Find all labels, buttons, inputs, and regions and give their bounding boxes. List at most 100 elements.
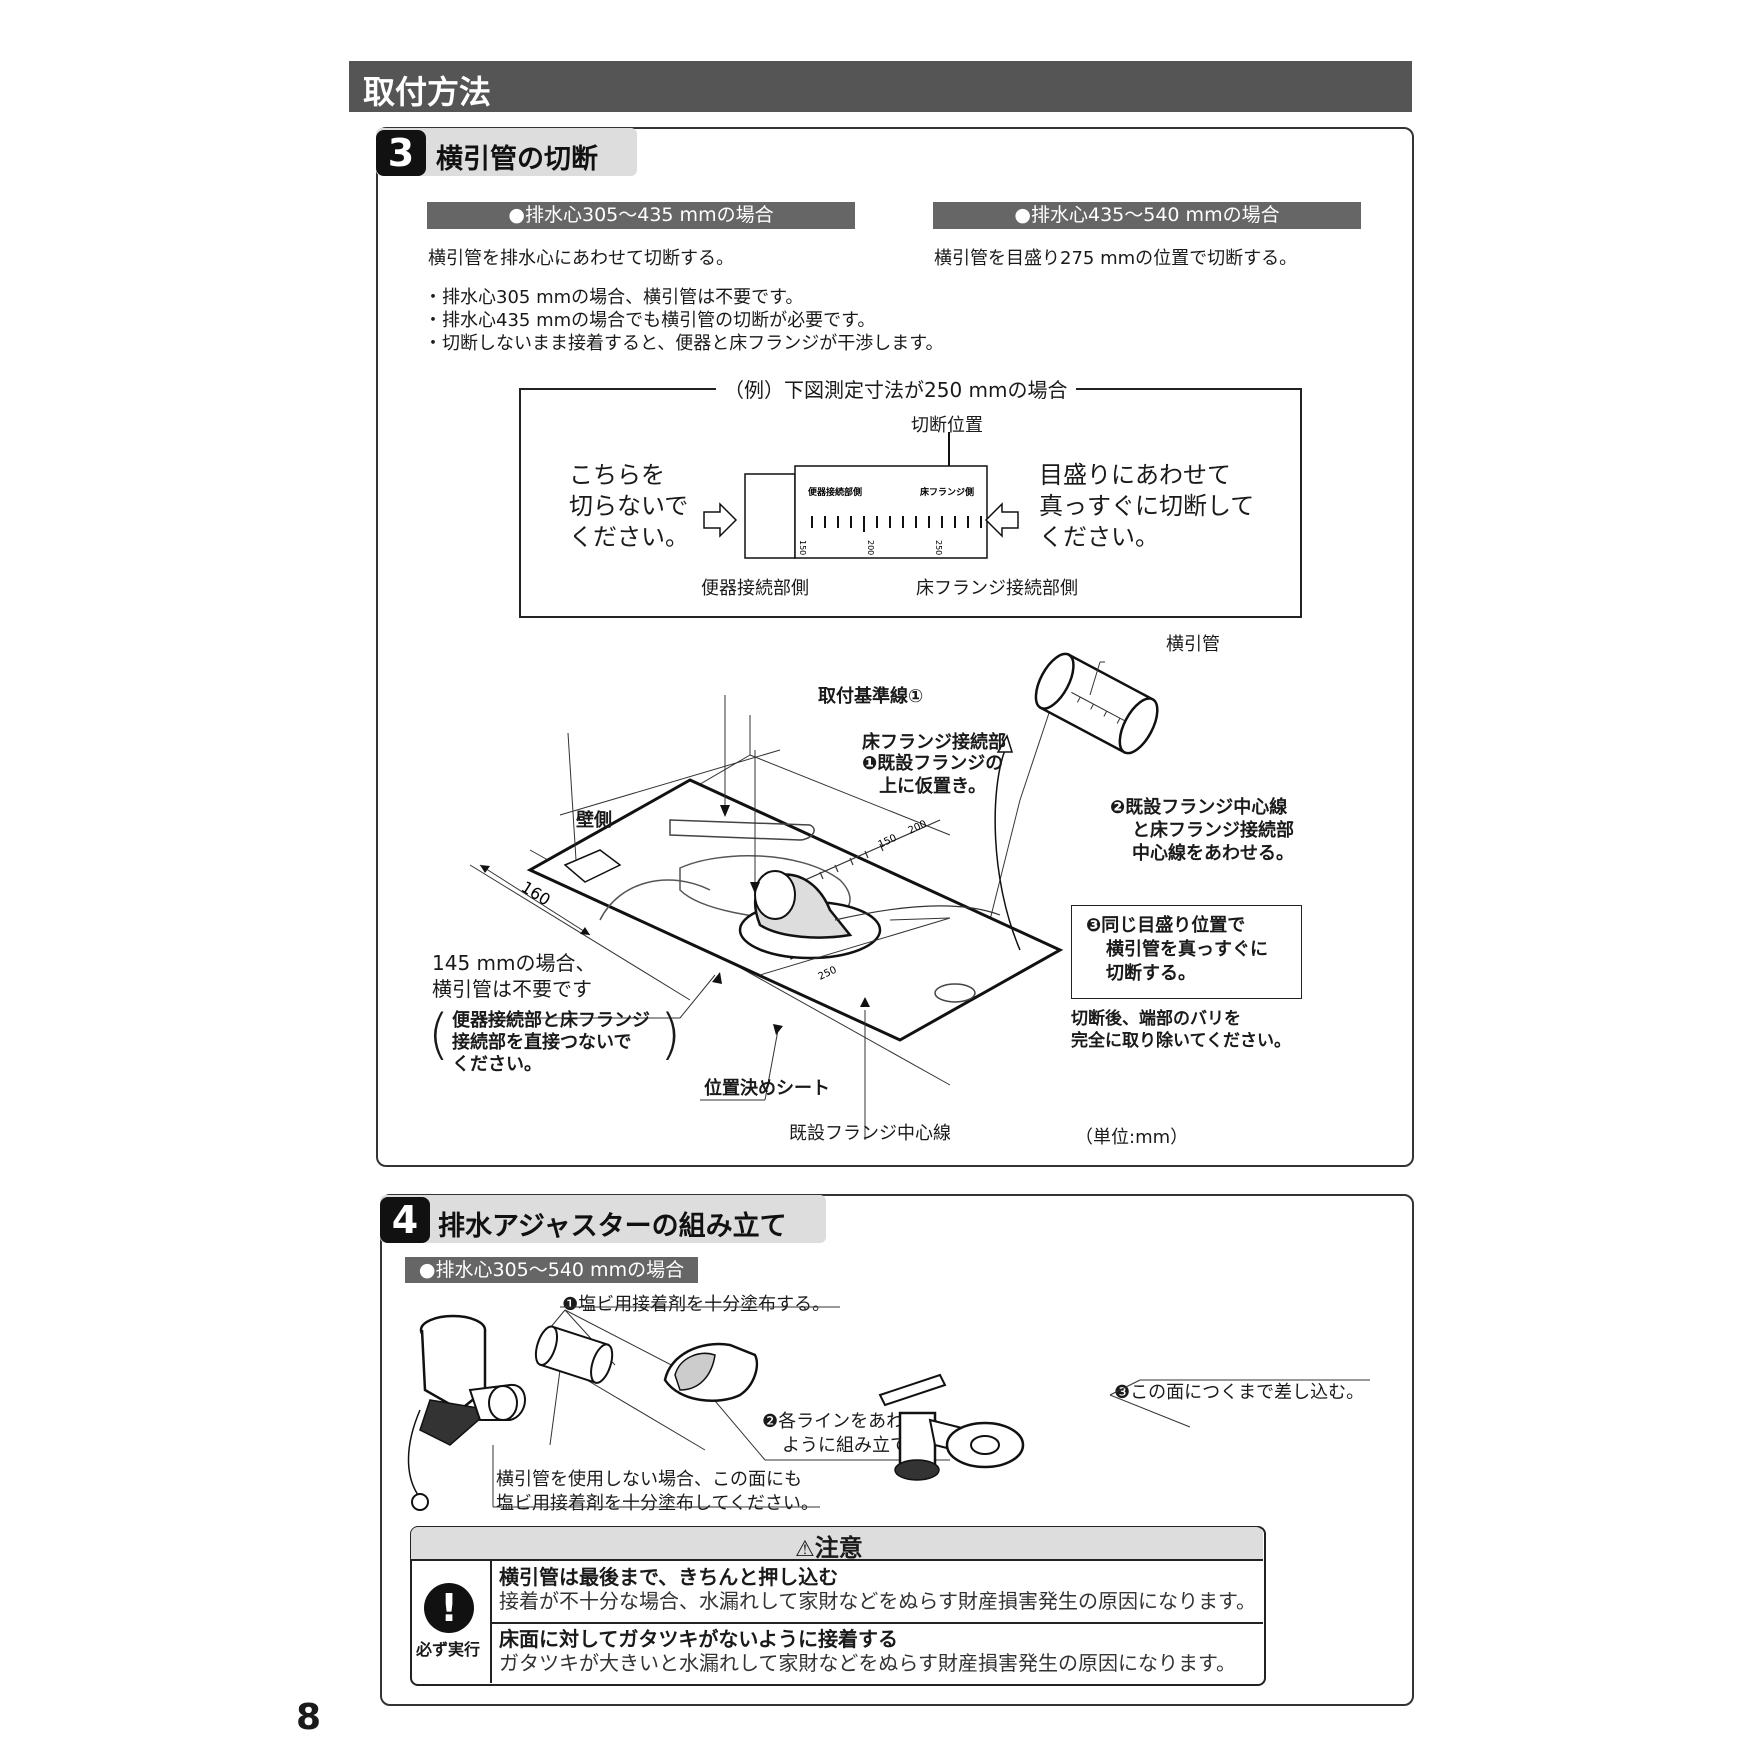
right-note-line: 目盛りにあわせて: [1039, 461, 1231, 489]
mandatory-icon: !: [424, 1583, 474, 1633]
note-145-line: 横引管は不要です: [432, 977, 592, 1001]
caution-divider-v: [490, 1560, 492, 1683]
curved-arrow-icon: [994, 749, 1021, 951]
label-flange-part: 床フランジ接続部: [862, 732, 1006, 753]
step3-line: 切断する。: [1106, 963, 1196, 984]
adjuster-assembly-illustration: [407, 1306, 1370, 1511]
dim-arrow: [480, 865, 490, 873]
step4-number: 4: [380, 1197, 430, 1243]
step3-notes: ・排水心305 mmの場合、横引管は不要です。 ・排水心435 mmの場合でも横…: [424, 286, 943, 355]
dim-160-line: [479, 864, 591, 936]
paren-line: 便器接続部と床フランジ: [452, 1010, 650, 1031]
leader-arrow: [720, 805, 730, 817]
label-wall-side: 壁側: [576, 810, 612, 831]
bowl-outline: [679, 854, 851, 921]
scale-tick-label: 200: [907, 819, 929, 837]
elbow-opening: [754, 870, 796, 920]
right-note-line: 真っすぐに切断して: [1039, 492, 1255, 520]
caution-head-1: 横引管は最後まで、きちんと押し込む: [499, 1565, 839, 1589]
left-note: こちらを 切らないで ください。: [569, 460, 689, 553]
caution-divider-h: [491, 1622, 1263, 1624]
right-note: 目盛りにあわせて 真っすぐに切断して ください。: [1039, 460, 1254, 553]
after-cut-line: 切断後、端部のバリを: [1071, 1009, 1241, 1029]
paren-open: (: [428, 1003, 450, 1066]
caution-header: [411, 1527, 1263, 1561]
label-center-line: 既設フランジ中心線: [789, 1123, 951, 1144]
caution-body-2: ガタツキが大きいと水漏れして家財などをぬらす財産損害発生の原因になります。: [499, 1651, 1236, 1675]
leader-arrow: [860, 997, 870, 1007]
tick-label: 150: [798, 540, 807, 555]
case-b-desc: 横引管を目盛り275 mmの位置で切断する。: [934, 248, 1298, 269]
paren-close: ): [660, 1003, 682, 1066]
step4-tab: [380, 1195, 826, 1243]
pipe-piece: [534, 1325, 614, 1384]
pipe-guide-line: [834, 905, 1001, 921]
after-cut-line: 完全に取り除いてください。: [1071, 1031, 1291, 1051]
step1-line: ❶既設フランジの: [862, 753, 1004, 774]
leader-arrow: [773, 1024, 783, 1035]
leader-arrow: [712, 972, 722, 984]
sheet-logo: [563, 849, 622, 883]
section-title: 取付方法: [363, 73, 492, 111]
step1-line: 上に仮置き。: [879, 776, 987, 797]
bottom-right-label: 床フランジ接続部側: [916, 578, 1078, 599]
warning-icon: ⚠: [795, 1537, 815, 1562]
tick-label: 200: [866, 540, 875, 555]
example-pipe-illustration: 便器接続部側 床フランジ側 150 200 250: [703, 432, 1019, 559]
label-yokobiki: 横引管: [1166, 634, 1220, 655]
label-after-cut: 切断後、端部のバリを 完全に取り除いてください。: [1071, 1008, 1291, 1052]
center-slot: [934, 983, 976, 1003]
right-note-line: ください。: [1039, 523, 1159, 551]
pipe-stub: [744, 473, 796, 559]
caution-head-2: 床面に対してガタツキがないように接着する: [499, 1627, 898, 1651]
leader-arrow: [750, 882, 760, 894]
example-title: （例）下図測定寸法が250 mmの場合: [716, 374, 1076, 403]
adjuster-base: [419, 1399, 492, 1446]
case-a-desc: 横引管を排水心にあわせて切断する。: [428, 248, 734, 269]
step3-line: 横引管を真っすぐに: [1106, 939, 1268, 960]
step2-line: 中心線をあわせる。: [1132, 843, 1294, 864]
mandatory-label: 必ず実行: [416, 1640, 481, 1659]
step4-step3: ❸この面につくまで差し込む。: [1114, 1382, 1365, 1403]
step3-title: 横引管の切断: [436, 144, 598, 175]
note-145-line: 145 mmの場合、: [432, 951, 596, 975]
ring-icon: [411, 1493, 429, 1511]
label-sheet: 位置決めシート: [704, 1078, 830, 1099]
step4-title: 排水アジャスターの組み立て: [438, 1211, 787, 1242]
label-kijunsen: 取付基準線①: [818, 686, 924, 707]
step4-case: ●排水心305～540 mmの場合: [405, 1257, 698, 1283]
cut-position-label: 切断位置: [911, 415, 983, 436]
bottom-left-label: 便器接続部側: [701, 578, 809, 599]
note-item: ・切断しないまま接着すると、便器と床フランジが干渉します。: [424, 333, 944, 354]
section-header: 取付方法: [349, 61, 1412, 112]
paren-line: 接続部を直接つないで: [452, 1032, 632, 1053]
page-number: 8: [296, 1697, 322, 1738]
step4-step2-line: ❷各ラインをあわせる: [762, 1411, 941, 1432]
dim-160: 160: [518, 877, 554, 909]
left-note-line: ください。: [569, 523, 689, 551]
installation-diagram: 150 200 200 250 160: [469, 652, 1159, 1140]
step2-line: と床フランジ接続部: [1132, 820, 1294, 841]
pipe-body: [794, 465, 988, 559]
pipe-label-right: 床フランジ側: [920, 486, 974, 498]
pipe-leader: [1089, 661, 1101, 696]
left-note-line: こちらを: [569, 461, 665, 489]
scale-tick-label: 150: [877, 833, 899, 851]
caution-body-1: 接着が不十分な場合、水漏れして家財などをぬらす財産損害発生の原因になります。: [499, 1589, 1256, 1613]
paren-line: ください。: [452, 1054, 542, 1075]
step4-step1: ❶塩ビ用接着剤を十分塗布する。: [562, 1294, 831, 1315]
paren-note: 便器接続部と床フランジ 接続部を直接つないで ください。: [452, 1010, 650, 1076]
step4-note-line: 横引管を使用しない場合、この面にも: [496, 1469, 802, 1490]
step3-instruction-box: ❸同じ目盛り位置で 横引管を真っすぐに 切断する。: [1071, 905, 1302, 999]
caution-title-wrap: ⚠注意: [795, 1528, 863, 1563]
cord: [407, 1409, 421, 1496]
arrowhead-icon: [996, 734, 1014, 753]
case-a-label: ●排水心305～435 mmの場合: [427, 202, 855, 229]
label-145: 145 mmの場合、 横引管は不要です: [432, 950, 596, 1002]
outlet-opening: [488, 1385, 518, 1421]
left-note-line: 切らないで: [569, 492, 689, 520]
leader-lines: [480, 695, 951, 1140]
scale-ticks: [811, 516, 982, 532]
curve-guide: [599, 879, 711, 921]
step3-number: 3: [376, 130, 426, 176]
